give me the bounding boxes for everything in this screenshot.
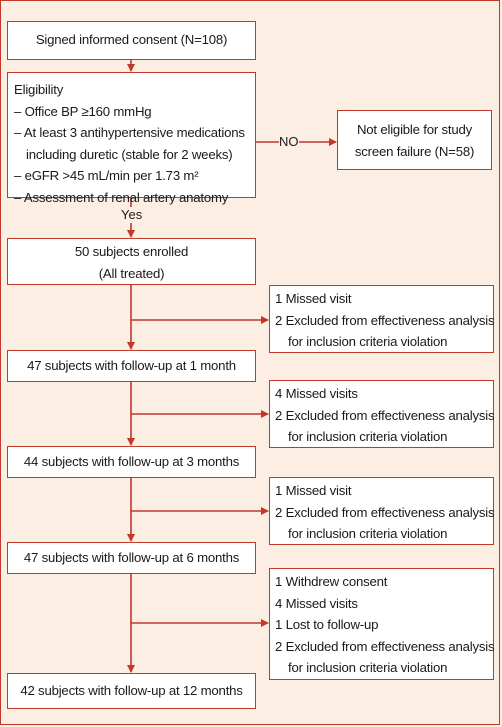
exclusion-4-line-4: 2 Excluded from effectiveness analysis <box>275 638 495 654</box>
exclusion-4-line-2: 4 Missed visits <box>275 595 358 611</box>
followup-box-12-months: 42 subjects with follow-up at 12 months <box>7 673 256 709</box>
eligibility-title: Eligibility <box>14 82 64 97</box>
followup-6-months-text: 47 subjects with follow-up at 6 months <box>23 550 240 565</box>
enrolled-box: 50 subjects enrolled (All treated) <box>7 238 256 285</box>
enrolled-line-1: 50 subjects enrolled <box>74 244 189 259</box>
criterion-anatomy: – Assessment of renal artery anatomy <box>14 189 229 205</box>
exclusion-3-line-3: for inclusion criteria violation <box>288 526 448 541</box>
followup-box-6-months: 47 subjects with follow-up at 6 months <box>7 542 256 574</box>
exclusion-box-4: 1 Withdrew consent 4 Missed visits 1 Los… <box>269 568 495 680</box>
eligibility-box: Eligibility – Office BP ≥160 mmHg – At l… <box>7 72 256 205</box>
exclusion-box-1: 1 Missed visit 2 Excluded from effective… <box>269 285 495 353</box>
followup-1-month-text: 47 subjects with follow-up at 1 month <box>27 358 236 373</box>
criterion-bp: – Office BP ≥160 mmHg <box>14 103 152 119</box>
consent-text: Signed informed consent (N=108) <box>35 32 228 47</box>
exclusion-3-line-2: 2 Excluded from effectiveness analysis <box>275 504 495 520</box>
exclusion-4-line-1: 1 Withdrew consent <box>275 574 388 589</box>
no-label: NO <box>279 134 299 150</box>
exclusion-4-line-5: for inclusion criteria violation <box>288 660 448 675</box>
followup-3-months-text: 44 subjects with follow-up at 3 months <box>23 454 240 469</box>
followup-box-3-months: 44 subjects with follow-up at 3 months <box>7 446 256 478</box>
followup-box-1-month: 47 subjects with follow-up at 1 month <box>7 350 256 382</box>
not-eligible-line-1: Not eligible for study <box>356 122 473 137</box>
exclusion-1-line-2: 2 Excluded from effectiveness analysis <box>275 312 495 328</box>
criterion-egfr: – eGFR >45 mL/min per 1.73 m² <box>14 168 199 183</box>
followup-12-months-text: 42 subjects with follow-up at 12 months <box>20 683 243 698</box>
criterion-medications: – At least 3 antihypertensive medication… <box>14 125 245 140</box>
exclusion-1-line-3: for inclusion criteria violation <box>288 334 448 349</box>
enrolled-line-2: (All treated) <box>98 265 165 281</box>
exclusion-2-line-2: 2 Excluded from effectiveness analysis <box>275 407 495 423</box>
exclusion-3-line-1: 1 Missed visit <box>275 483 352 498</box>
criterion-medications-cont: including duretic (stable for 2 weeks) <box>26 146 233 162</box>
exclusion-1-line-1: 1 Missed visit <box>275 291 352 306</box>
exclusion-2-line-3: for inclusion criteria violation <box>288 429 448 444</box>
exclusion-4-line-3: 1 Lost to follow-up <box>275 617 379 632</box>
not-eligible-line-2: screen failure (N=58) <box>354 143 475 159</box>
not-eligible-box: Not eligible for study screen failure (N… <box>337 110 492 170</box>
exclusion-box-2: 4 Missed visits 2 Excluded from effectiv… <box>269 380 495 448</box>
exclusion-2-line-1: 4 Missed visits <box>275 386 358 401</box>
consent-box: Signed informed consent (N=108) <box>7 21 256 60</box>
yes-label: Yes <box>121 207 143 223</box>
exclusion-box-3: 1 Missed visit 2 Excluded from effective… <box>269 477 495 545</box>
